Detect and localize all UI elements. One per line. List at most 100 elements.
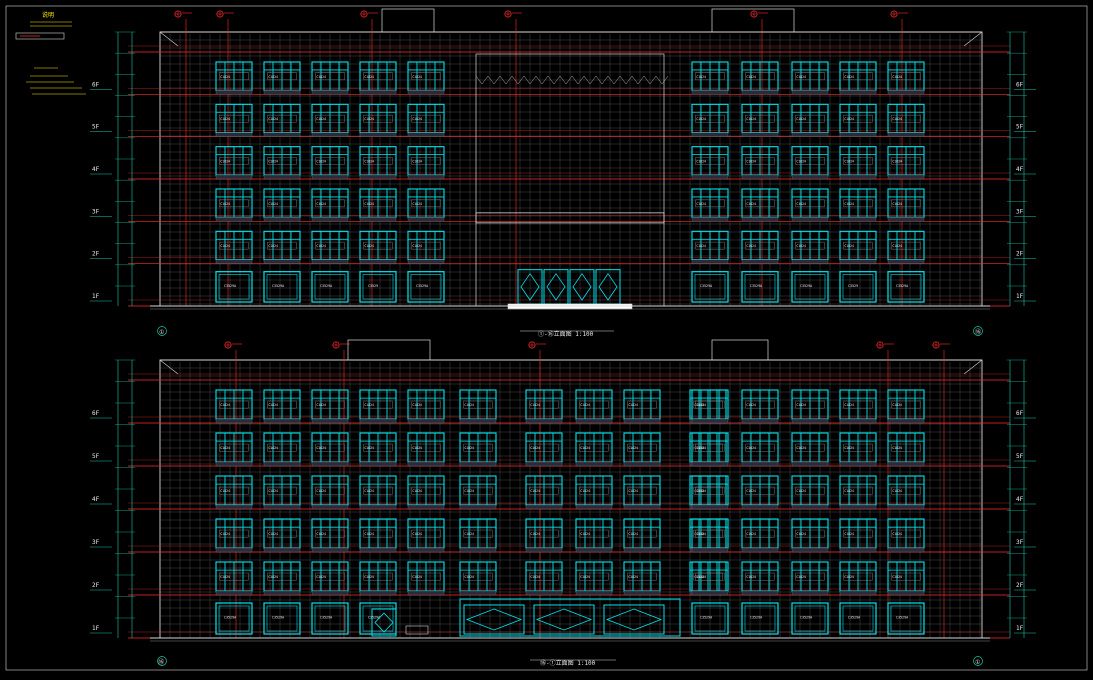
ground-window-frame [839,271,877,303]
window-tag: C1824 [696,446,706,450]
window-tag-box [363,199,393,208]
window-tag: C1824 [412,489,422,493]
window: C1824 [887,146,925,176]
window: C1824 [263,389,301,420]
window: C1824 [839,230,877,261]
window-sill [215,547,253,553]
door-diamond [572,272,592,301]
ground-window-frame [215,602,253,635]
ground-window-inner [362,274,394,300]
window: C1824 [839,61,877,91]
window-tag: C1824 [844,575,854,579]
window-sill [791,547,829,553]
circle-cross-icon [332,341,340,349]
window-tag-box [891,400,921,409]
ground-window-frame [791,602,829,635]
window-tag: C1824 [844,117,854,121]
window: C1824 [407,561,445,592]
window: C1824 [359,146,397,176]
door-diamond [598,272,618,301]
window-tag-box [795,241,825,250]
door-frame [533,604,595,635]
sheet-border [5,5,1088,671]
window-tag: C1824 [796,532,806,536]
window: C1824 [623,432,661,463]
window-sill [887,90,925,95]
window-tag-box [315,486,345,495]
window-sill [215,418,253,424]
entrance-door [595,269,621,305]
window-tag: C1824 [364,75,374,79]
window-tag: C1824 [696,575,706,579]
window-sill [311,504,349,510]
window: C1824 [359,561,397,592]
window-tag-box [315,400,345,409]
grid-label-left-bottom: ⑯ [158,658,164,666]
window-tag-box [267,400,297,409]
ground-window: C3529A [311,271,349,303]
window-tag: C1824 [746,532,756,536]
window: C1824 [311,188,349,218]
window: C1824 [407,230,445,261]
window-tag-box [315,241,345,250]
floor-label-left: 1F [92,293,100,300]
window-tag-box [843,114,873,123]
window-tag-box [891,241,921,250]
window: C1824 [839,432,877,463]
atrium-zigzag [481,75,489,85]
window: C1824 [791,61,829,91]
window: C1824 [311,475,349,506]
window-tag: C1824 [628,403,638,407]
window-sill [839,132,877,137]
roof-annotation-box [347,339,431,361]
door-frame [463,604,525,635]
window-tag: C1824 [464,575,474,579]
window-tag: C1824 [694,446,704,450]
window-tag-box [363,443,393,452]
window: C1824 [407,146,445,176]
window-sill [575,590,613,596]
window-sill [791,504,829,510]
window-sill [407,418,445,424]
window: C1824 [263,475,301,506]
atrium-zigzag [475,75,483,85]
window-tag: C1824 [746,202,756,206]
window-sill [311,418,349,424]
window-tag-box [363,114,393,123]
atrium-zigzag [655,75,663,85]
atrium-zigzag [601,75,609,85]
window-tag-box [411,443,441,452]
ground-window-frame [839,602,877,635]
ground-window-tag: C3529A [272,284,284,288]
window-tag: C1824 [844,446,854,450]
window-sill [215,90,253,95]
window: C1824 [525,475,563,506]
window-sill [359,132,397,137]
window-tag-box [529,486,559,495]
window-sill [459,547,497,553]
grid-bubble-left-bottom [157,656,167,666]
window-tag-box [219,114,249,123]
window-tag-box [795,72,825,81]
ground-window-tag: C3529A [224,616,236,620]
roof-annotation-box [711,339,769,361]
window-sill [791,418,829,424]
window-sill [839,461,877,467]
window-sill [623,504,661,510]
floor-label-left: 3F [92,539,100,546]
window-tag-box [627,443,657,452]
window-tag: C1824 [844,244,854,248]
window-tag: C1824 [696,489,706,493]
window: C1824 [459,432,497,463]
window: C1824 [741,103,779,134]
roof-annotation-box [711,8,795,33]
window-tag-box [695,529,725,538]
atrium-zigzag [487,75,495,85]
window-tag-box [267,199,297,208]
window-sill [459,461,497,467]
window-tag: C1824 [364,117,374,121]
